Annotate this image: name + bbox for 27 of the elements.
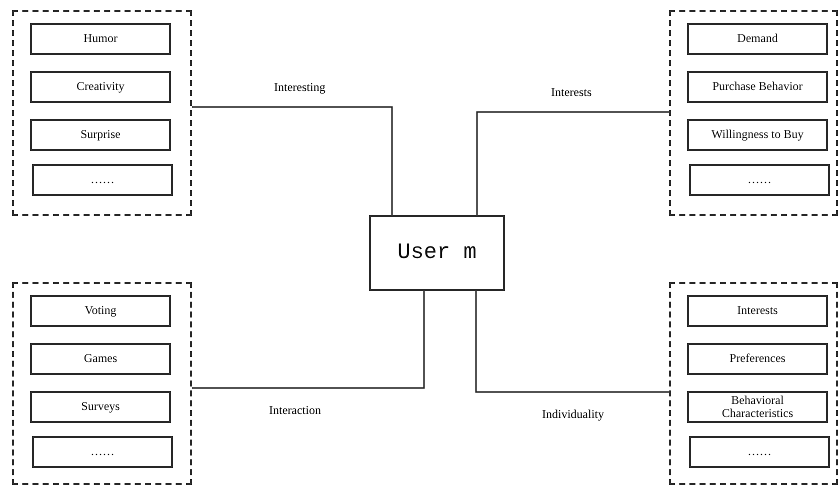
attribute-box: Voting bbox=[30, 295, 171, 327]
dashed-group-frame bbox=[669, 282, 838, 485]
attribute-box: Creativity bbox=[30, 71, 171, 103]
attribute-box: Purchase Behavior bbox=[687, 71, 828, 103]
attribute-box: …… bbox=[689, 164, 830, 196]
attribute-box: …… bbox=[689, 436, 830, 468]
attribute-box: Games bbox=[30, 343, 171, 375]
edge-label: Individuality bbox=[540, 407, 606, 422]
connector-line bbox=[475, 291, 669, 393]
attribute-box: Interests bbox=[687, 295, 828, 327]
dashed-group-frame bbox=[12, 10, 192, 216]
attribute-box: Willingness to Buy bbox=[687, 119, 828, 151]
user-box: User m bbox=[369, 215, 505, 291]
attribute-box: Humor bbox=[30, 23, 171, 55]
attribute-box: Preferences bbox=[687, 343, 828, 375]
dashed-group-frame bbox=[669, 10, 838, 216]
connector-line bbox=[476, 111, 669, 215]
dashed-group-frame bbox=[12, 282, 192, 485]
edge-label: Interesting bbox=[272, 80, 328, 95]
attribute-box: …… bbox=[32, 436, 173, 468]
attribute-box: …… bbox=[32, 164, 173, 196]
attribute-box: Behavioral Characteristics bbox=[687, 391, 828, 423]
attribute-box: Demand bbox=[687, 23, 828, 55]
attribute-box: Surprise bbox=[30, 119, 171, 151]
connector-line bbox=[192, 106, 393, 215]
attribute-box: Surveys bbox=[30, 391, 171, 423]
connector-line bbox=[192, 291, 425, 389]
